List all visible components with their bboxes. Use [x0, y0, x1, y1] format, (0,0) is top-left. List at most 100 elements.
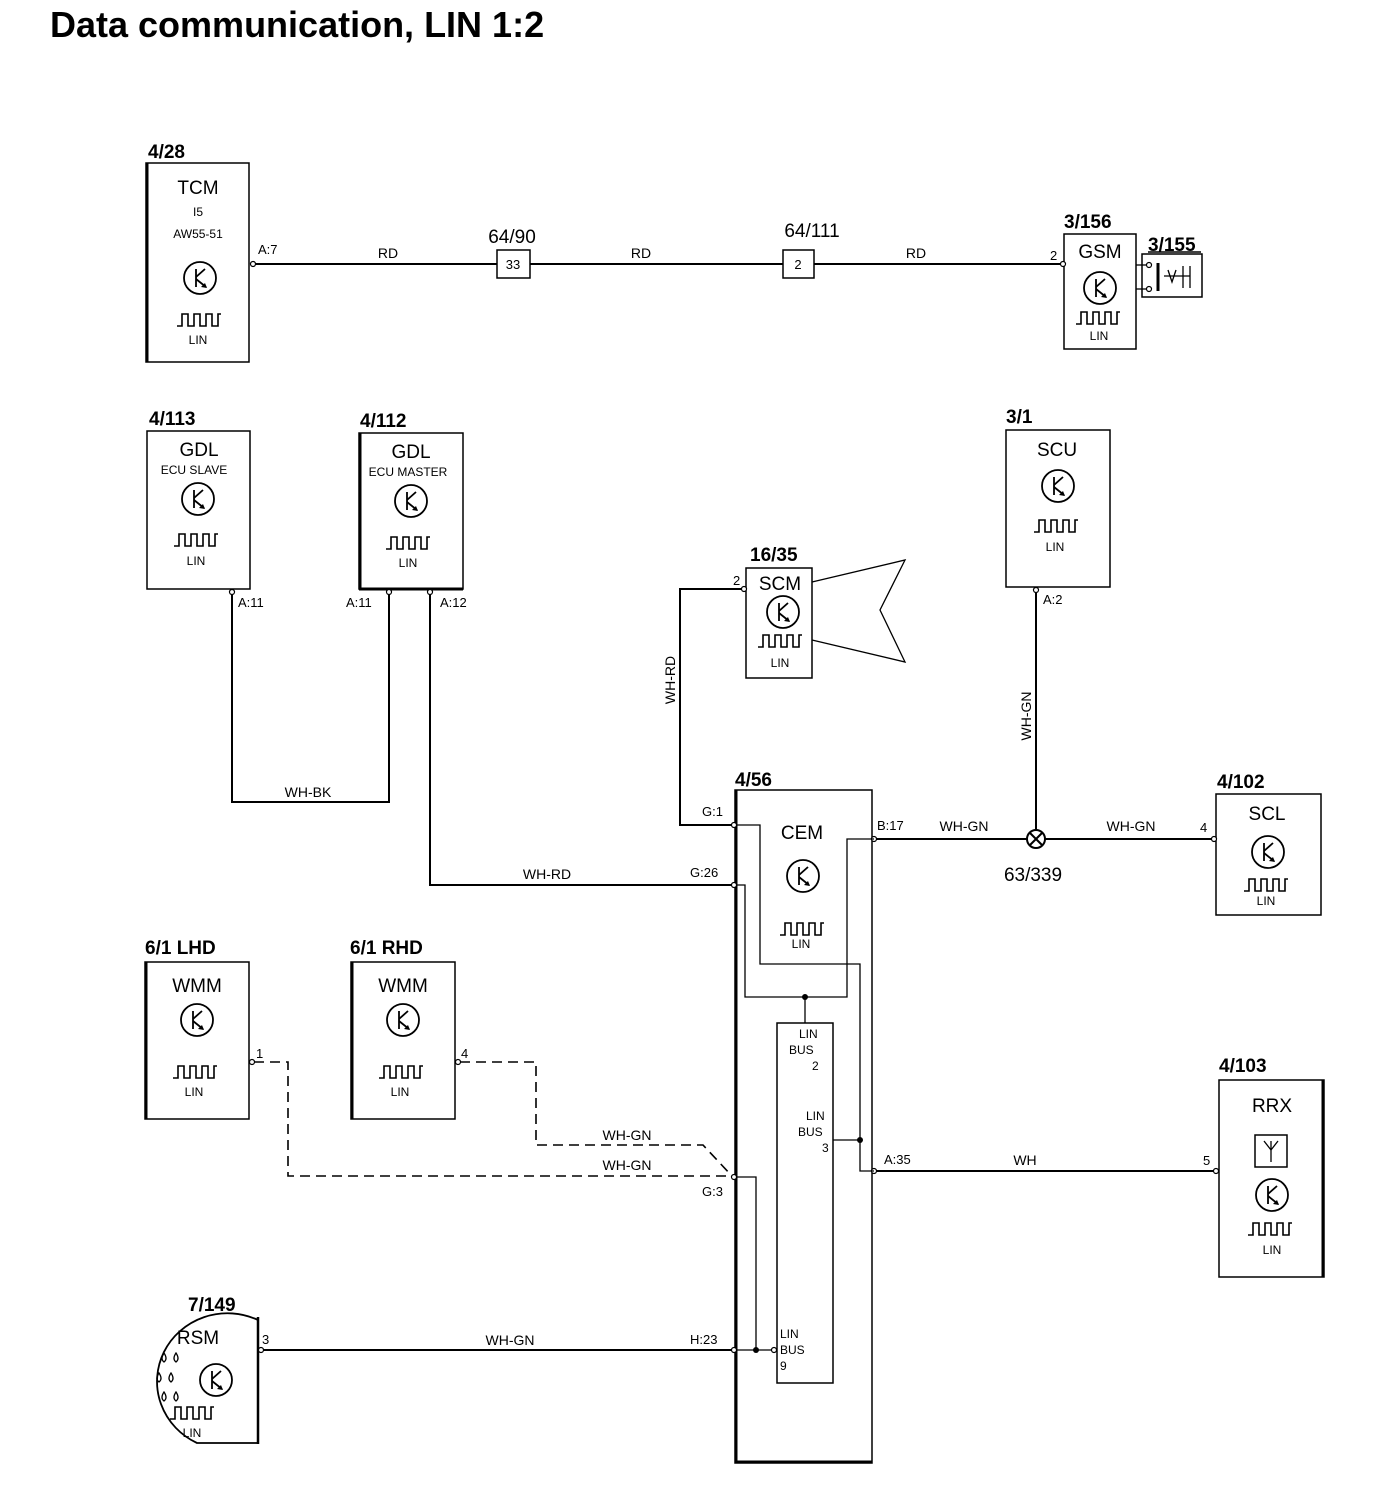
- cem-pin-b17: B:17: [877, 818, 904, 833]
- wire-label: WH: [1013, 1152, 1036, 1168]
- ecu-icon: [786, 859, 820, 893]
- wmm-lhd-pin: 1: [256, 1046, 263, 1061]
- wmm-lhd-name: WMM: [172, 976, 222, 997]
- gsm-aux-module: 3/155: [1136, 235, 1203, 298]
- scl-bus: LIN: [1257, 894, 1276, 908]
- linbus9-l2: BUS: [780, 1343, 805, 1357]
- linbus2-l1: LIN: [799, 1027, 818, 1041]
- wire-label: WH-GN: [1107, 818, 1156, 834]
- wmm-rhd-bus: LIN: [391, 1085, 410, 1099]
- gdl-master-name: GDL: [391, 442, 430, 463]
- gsm-pin: 2: [1050, 248, 1057, 263]
- wmm-rhd-ref: 6/1 RHD: [350, 938, 423, 959]
- scl-ref: 4/102: [1217, 772, 1265, 793]
- cem-ref: 4/56: [735, 770, 772, 791]
- wire-label: WH-RD: [662, 656, 678, 704]
- pulse-icon: [378, 1065, 424, 1079]
- wire-wh-gn-wmm-rhd: [460, 1061, 733, 1177]
- wire-label: WH-RD: [523, 866, 571, 882]
- tcm-module: 4/28 TCM I5 AW55-51 LIN A:7: [145, 142, 278, 363]
- scm-ref: 16/35: [750, 545, 798, 566]
- wmm-rhd-pin: 4: [461, 1046, 468, 1061]
- ecu-icon: [181, 482, 215, 516]
- cem-pin-g1: G:1: [702, 804, 723, 819]
- wire-label: WH-BK: [285, 784, 332, 800]
- connector-pin: 2: [794, 257, 801, 272]
- rsm-pin: 3: [262, 1332, 269, 1347]
- scu-module: 3/1 SCU LIN A:2: [1005, 407, 1111, 607]
- gdl-slave-bus: LIN: [187, 554, 206, 568]
- tcm-pin: A:7: [258, 242, 278, 257]
- linbus9-l1: LIN: [780, 1327, 799, 1341]
- ecu-icon: [1083, 271, 1117, 305]
- wire-label: WH-GN: [1018, 692, 1034, 741]
- cem-bus: LIN: [792, 937, 811, 951]
- connector-64-111: 64/111 2: [782, 221, 840, 279]
- linbus3-l1: LIN: [806, 1109, 825, 1123]
- scu-bus: LIN: [1046, 540, 1065, 554]
- antenna-icon: [1254, 1134, 1288, 1168]
- ecu-icon: [394, 484, 428, 518]
- wire-label: WH-GN: [940, 818, 989, 834]
- cem-pin-g26: G:26: [690, 865, 718, 880]
- scm-name: SCM: [759, 574, 801, 595]
- pulse-icon: [172, 1065, 218, 1079]
- scl-name: SCL: [1249, 804, 1286, 825]
- ecu-icon: [766, 595, 800, 629]
- wire-label: WH-GN: [603, 1127, 652, 1143]
- scu-pin: A:2: [1043, 592, 1063, 607]
- pulse-icon: [1033, 519, 1079, 533]
- wire-label: WH-GN: [486, 1332, 535, 1348]
- connector-pin: 33: [506, 257, 520, 272]
- cem-name: CEM: [781, 823, 823, 844]
- gdl-master-ref: 4/112: [360, 411, 407, 432]
- linbus3-l2: BUS: [798, 1125, 823, 1139]
- pulse-icon: [1243, 878, 1289, 892]
- gdl-master-pin2: A:12: [440, 595, 467, 610]
- scl-pin: 4: [1200, 820, 1207, 835]
- wire-label: RD: [906, 245, 926, 261]
- tcm-bus: LIN: [189, 333, 208, 347]
- rrx-module: 4/103 RRX LIN 5: [1203, 1056, 1325, 1278]
- ecu-icon: [1041, 469, 1075, 503]
- pulse-icon: [385, 536, 431, 550]
- cem-module: 4/56 CEM LIN G:1 G:26 G:3 H:23 B:17 A:35…: [690, 770, 911, 1464]
- gdl-master-sub: ECU MASTER: [369, 465, 448, 479]
- gdl-slave-sub: ECU SLAVE: [161, 463, 227, 477]
- scl-module: 4/102 SCL LIN 4: [1200, 772, 1322, 916]
- rsm-name: RSM: [177, 1328, 219, 1349]
- rsm-module: 7/149 RSM LIN 3: [156, 1295, 269, 1444]
- connector-64-90: 64/90 33: [488, 227, 536, 279]
- raindrops-icon: [156, 1351, 179, 1402]
- rsm-ref: 7/149: [188, 1295, 236, 1316]
- scu-ref: 3/1: [1006, 407, 1033, 428]
- rrx-bus: LIN: [1263, 1243, 1282, 1257]
- horn-icon: [811, 559, 907, 663]
- wire-label: RD: [378, 245, 398, 261]
- pulse-icon: [1247, 1222, 1293, 1236]
- pulse-icon: [779, 922, 825, 936]
- gdl-slave-pin: A:11: [238, 595, 264, 610]
- ecu-icon: [386, 1003, 420, 1037]
- scu-name: SCU: [1037, 440, 1077, 461]
- cem-pin-h23: H:23: [690, 1332, 717, 1347]
- wmm-lhd-bus: LIN: [185, 1085, 204, 1099]
- rrx-ref: 4/103: [1219, 1056, 1267, 1077]
- ecu-icon: [180, 1003, 214, 1037]
- gdl-master-bus: LIN: [399, 556, 418, 570]
- page-title: Data communication, LIN 1:2: [50, 4, 545, 45]
- linbus9-l3: 9: [780, 1359, 787, 1373]
- ecu-icon: [183, 261, 217, 295]
- wire-wh-gn-wmm-lhd: [254, 1061, 732, 1177]
- gsm-ref: 3/156: [1064, 212, 1112, 233]
- ecu-icon: [1255, 1178, 1289, 1212]
- wmm-lhd-module: 6/1 LHD WMM LIN 1: [144, 938, 263, 1120]
- wire-label: WH-GN: [603, 1157, 652, 1173]
- wmm-lhd-ref: 6/1 LHD: [145, 938, 216, 959]
- linbus3-l3: 3: [822, 1141, 829, 1155]
- wire-wh-bk: [231, 595, 390, 803]
- gdl-master-pin1: A:11: [346, 595, 372, 610]
- ecu-icon: [1251, 835, 1285, 869]
- connector-ref: 64/111: [784, 221, 839, 242]
